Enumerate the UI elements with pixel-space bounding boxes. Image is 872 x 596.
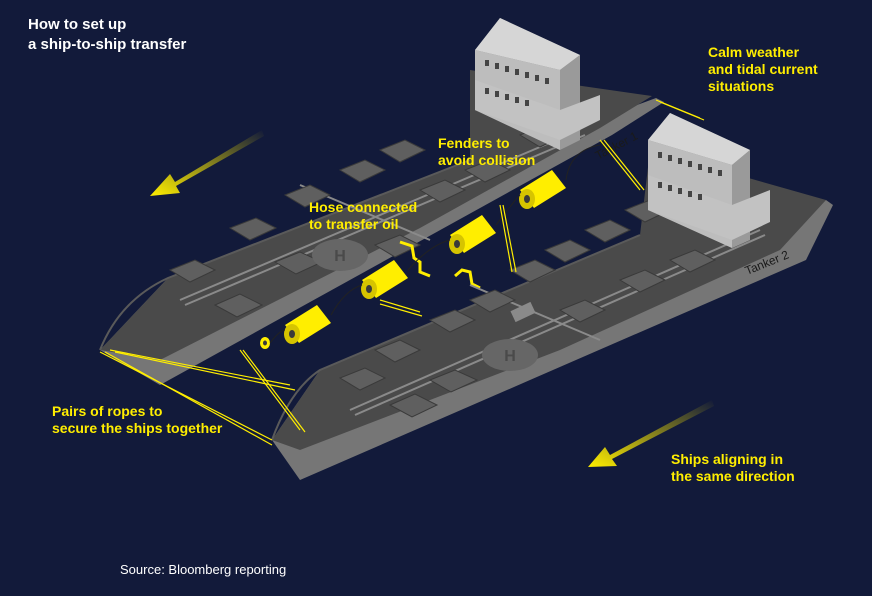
ropes-label-line: Pairs of ropes to: [52, 403, 163, 419]
tanker-1-helipad: [312, 239, 368, 271]
weather-label-line: situations: [708, 78, 775, 94]
tanker-2-manifold: [510, 301, 536, 323]
fender: [361, 260, 408, 299]
tanker-1-helipad-mark: H: [334, 248, 346, 265]
tanker-2-helipad: [482, 339, 538, 371]
fenders-label: Fenders to avoid collision: [438, 135, 535, 169]
weather-label: Calm weather and tidal current situation…: [708, 44, 818, 95]
tanker-2-superstructure: [648, 113, 770, 248]
weather-label-line: and tidal current: [708, 61, 818, 77]
page-title: How to set up a ship-to-ship transfer: [28, 15, 186, 55]
fenders: [260, 170, 566, 349]
tanker-1-superstructure: [475, 18, 600, 150]
ships-label-line: Ships aligning in: [671, 451, 783, 467]
ropes-label: Pairs of ropes to secure the ships toget…: [52, 403, 222, 437]
fenders-label-line: avoid collision: [438, 152, 536, 168]
mooring-ropes: [99, 99, 705, 446]
tanker-2-helipad-mark: H: [504, 348, 516, 365]
tanker-1: H Tanker 1: [99, 18, 664, 385]
title-line-1: How to set up: [28, 16, 127, 33]
direction-arrow-upper: [150, 130, 264, 196]
ships-label-line: the same direction: [671, 468, 795, 484]
direction-arrow-lower: [588, 400, 714, 467]
title-line-2: a ship-to-ship transfer: [28, 36, 187, 53]
ships-direction-label: Ships aligning in the same direction: [671, 451, 795, 485]
tanker-2-hatches: [338, 199, 717, 418]
tanker-2: H Tanker 2: [271, 113, 833, 480]
hose-label: Hose connected to transfer oil: [309, 199, 417, 233]
weather-label-line: Calm weather: [708, 44, 800, 60]
fenders-label-line: Fenders to: [438, 135, 510, 151]
tanker-1-deck: [100, 70, 652, 360]
fender: [284, 305, 331, 344]
fender: [519, 170, 566, 209]
hose-label-line: to transfer oil: [309, 216, 399, 232]
source-note: Source: Bloomberg reporting: [120, 562, 287, 577]
hose-label-line: Hose connected: [309, 199, 418, 215]
fender: [449, 215, 496, 254]
ropes-label-line: secure the ships together: [52, 420, 223, 436]
